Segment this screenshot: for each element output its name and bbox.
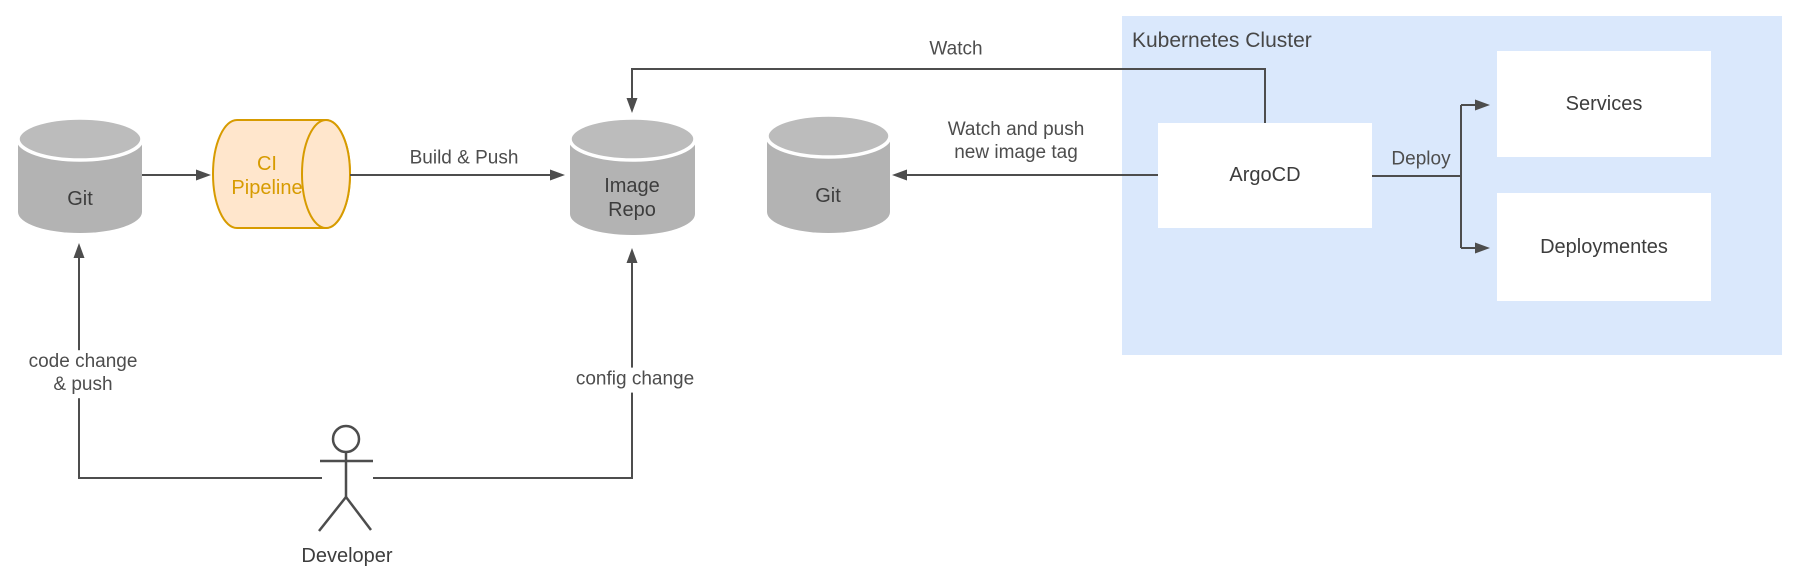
git-config-cylinder-shape bbox=[765, 113, 892, 234]
arrowhead-into-deployments bbox=[1475, 242, 1490, 254]
arrowhead-into-services bbox=[1475, 99, 1490, 111]
ci-pipeline-label: CI Pipeline bbox=[231, 153, 303, 199]
git-config-label: Git bbox=[815, 185, 841, 207]
ci-pipeline-cylinder-shape bbox=[212, 119, 351, 229]
arrowhead-into-git-config bbox=[892, 169, 907, 181]
edge-label-deploy: Deploy bbox=[1391, 148, 1451, 170]
argocd-node: ArgoCD bbox=[1158, 123, 1372, 228]
arrowhead-into-ci bbox=[196, 169, 211, 181]
edge-label-watch-push-tag: Watch and push new image tag bbox=[947, 119, 1085, 163]
edge-watch bbox=[631, 68, 1266, 123]
kubernetes-cluster-title: Kubernetes Cluster bbox=[1132, 29, 1312, 52]
argocd-label: ArgoCD bbox=[1229, 164, 1301, 186]
image-repo-label: Image Repo bbox=[604, 175, 660, 221]
edge-deploy bbox=[1372, 104, 1476, 249]
edge-config-change bbox=[373, 262, 633, 479]
arrowhead-into-image-repo-left bbox=[550, 169, 565, 181]
arrowhead-config-into-image-repo bbox=[626, 248, 638, 263]
git-source-label: Git bbox=[67, 188, 93, 210]
developer-label: Developer bbox=[301, 545, 393, 567]
edge-label-config-change: config change bbox=[570, 367, 700, 393]
services-node: Services bbox=[1497, 51, 1711, 157]
developer-actor-icon bbox=[318, 424, 373, 532]
deployments-label: Deploymentes bbox=[1540, 235, 1668, 258]
edge-label-build-push: Build & Push bbox=[409, 147, 519, 169]
services-label: Services bbox=[1565, 92, 1643, 115]
edges bbox=[78, 68, 1476, 479]
git-source-cylinder-shape bbox=[16, 116, 144, 233]
deployments-node: Deploymentes bbox=[1497, 193, 1711, 301]
edge-label-code-change: code change & push bbox=[23, 350, 143, 398]
edge-label-watch: Watch bbox=[929, 38, 983, 60]
arrowhead-watch-into-image-repo bbox=[626, 98, 638, 113]
arrowhead-into-git-source bbox=[73, 243, 85, 258]
arrowheads bbox=[73, 98, 1490, 263]
image-repo-cylinder-shape bbox=[568, 116, 697, 235]
edge-code-change bbox=[78, 257, 322, 479]
